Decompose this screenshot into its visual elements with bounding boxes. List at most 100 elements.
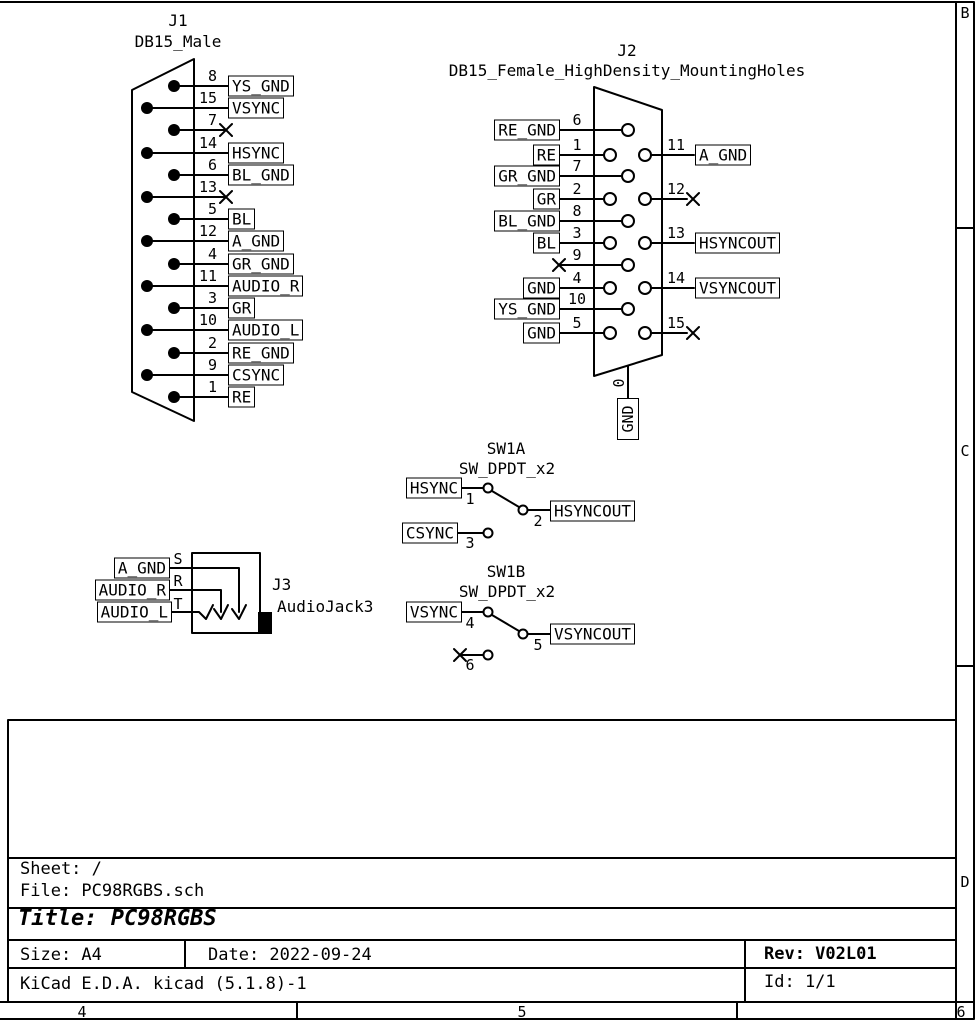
net-label-hsyncout: HSYNCOUT: [695, 232, 781, 254]
net-label-csync: CSYNC: [401, 522, 458, 544]
net-label-bl-gnd: BL_GND: [494, 210, 560, 232]
j1-pin-wires: [146, 85, 229, 398]
net-label-vsync: VSYNC: [228, 97, 285, 119]
j1-value: DB15_Male: [134, 32, 222, 51]
titleblock-file: File: PC98RGBS.sch: [20, 881, 205, 901]
net-label-gr: GR: [532, 188, 560, 210]
net-label-audio-r: AUDIO_R: [94, 579, 170, 601]
border-col-number: 4: [77, 1003, 87, 1021]
j2-pin-number: 10: [567, 290, 587, 308]
titleblock-company: KiCad E.D.A. kicad (5.1.8)-1: [20, 974, 307, 994]
sw1a-reference: SW1A: [486, 439, 526, 458]
sw1b-pin-number: 5: [533, 636, 543, 654]
sw1b-value: SW_DPDT_x2: [458, 582, 556, 601]
titleblock-title: Title: PC98RGBS: [18, 906, 217, 931]
border-col-number: 5: [517, 1003, 527, 1021]
j3-value: AudioJack3: [277, 597, 374, 616]
net-label-gr-gnd: GR_GND: [228, 253, 294, 275]
j1-pin-number: 11: [198, 267, 217, 285]
no-connect-x-marks: [219, 123, 233, 204]
net-label-gnd: GND: [523, 277, 560, 299]
j1-pin-number: 1: [207, 378, 217, 396]
j2-pin-number: 6: [572, 111, 582, 129]
j1-pin-number: 4: [207, 245, 217, 263]
net-label-vsync: VSYNC: [405, 601, 462, 623]
j1-pin-number: 6: [207, 156, 217, 174]
j2-pin-number: 4: [572, 269, 582, 287]
sw1a-pin-number: 1: [465, 490, 475, 508]
net-label-bl: BL: [532, 232, 560, 254]
j3-pin-wires: [169, 567, 193, 613]
j1-pin-number: 7: [207, 111, 217, 129]
j2-reference: J2: [617, 41, 637, 60]
border-row-letter: C: [960, 442, 970, 460]
titleblock-id: Id: 1/1: [764, 972, 836, 992]
border-row-letter: B: [960, 4, 970, 22]
net-label-ys-gnd: YS_GND: [494, 298, 560, 320]
j2-value: DB15_Female_HighDensity_MountingHoles: [448, 61, 806, 80]
no-connect-x-marks: [552, 192, 700, 340]
net-label-hsync: HSYNC: [405, 477, 462, 499]
titleblock-rev: Rev: V02L01: [764, 944, 877, 964]
j1-pin-number: 10: [198, 311, 217, 329]
j2-pin-number: 2: [572, 180, 582, 198]
net-label-re-gnd: RE_GND: [494, 119, 560, 141]
net-label-audio-l: AUDIO_L: [96, 601, 172, 623]
net-label-re: RE: [532, 144, 560, 166]
j3-pin-name: R: [173, 572, 183, 590]
net-label-a-gnd: A_GND: [695, 144, 752, 166]
j1-reference: J1: [168, 11, 188, 30]
j2-pin-number: 9: [572, 246, 582, 264]
j2-pin-number: 14: [666, 269, 686, 287]
j1-pin-number: 5: [207, 200, 217, 218]
j1-pin-number: 9: [207, 356, 217, 374]
j1-pin-number: 2: [207, 334, 217, 352]
j2-pin-number: 5: [572, 314, 582, 332]
j2-connector-shell: [552, 86, 700, 399]
net-label-ys-gnd: YS_GND: [228, 75, 294, 97]
j1-pin-number: 13: [198, 178, 217, 196]
title-block-frame: [7, 719, 957, 1003]
net-label-audio-l: AUDIO_L: [228, 319, 304, 341]
sw1b-pin-number: 6: [465, 656, 475, 674]
titleblock-date: Date: 2022-09-24: [208, 945, 372, 965]
j3-reference: J3: [272, 575, 292, 594]
net-label-gnd: GND: [617, 398, 639, 440]
j2-right-wires: [650, 154, 695, 334]
j3-contact-springs: [191, 567, 247, 620]
net-label-gr-gnd: GR_GND: [494, 165, 560, 187]
net-label-a-gnd: A_GND: [113, 557, 170, 579]
j3-audiojack-symbol: [169, 552, 272, 634]
sw1b-reference: SW1B: [486, 562, 526, 581]
j1-pin-number: 14: [198, 134, 217, 152]
j1-pin-number: 15: [198, 89, 217, 107]
j3-pin-name: T: [173, 595, 183, 613]
net-label-a-gnd: A_GND: [228, 230, 285, 252]
j2-pin-number: 11: [666, 136, 686, 154]
j1-connector-shell: [131, 58, 233, 422]
j2-pin-number: 8: [572, 202, 582, 220]
border-row-letter: D: [960, 873, 970, 891]
j1-pin-number: 12: [198, 222, 217, 240]
sw1b-pin-number: 4: [465, 614, 475, 632]
net-label-re-gnd: RE_GND: [228, 342, 294, 364]
net-label-bl-gnd: BL_GND: [228, 164, 294, 186]
net-label-audio-r: AUDIO_R: [228, 275, 304, 297]
border-col-number: 6: [956, 1003, 966, 1021]
j3-pin-name: S: [173, 550, 183, 568]
j1-pin-dots: [141, 80, 180, 403]
j2-pin-circles: [603, 123, 652, 340]
sw1a-value: SW_DPDT_x2: [458, 459, 556, 478]
net-label-vsyncout: VSYNCOUT: [695, 277, 781, 299]
net-label-vsyncout: VSYNCOUT: [550, 623, 636, 645]
j2-pin-number: 13: [666, 224, 686, 242]
j2-pin-number: 0: [610, 378, 628, 388]
titleblock-sheet: Sheet: /: [20, 859, 102, 879]
net-label-hsyncout: HSYNCOUT: [550, 500, 636, 522]
sw1a-pin-number: 3: [465, 534, 475, 552]
sw1a-switch-symbol: [457, 482, 551, 539]
no-connect-x-marks: [453, 648, 467, 662]
